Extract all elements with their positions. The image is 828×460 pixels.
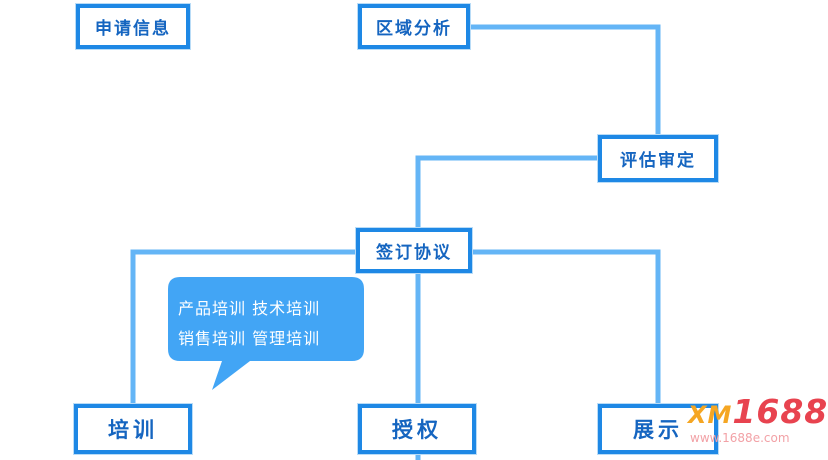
callout-line-2: 销售培训 管理培训 [178,329,321,348]
node-authorization: 授权 [358,404,476,454]
node-training: 培训 [74,404,192,454]
watermark-logo-number: 1688 [732,392,828,431]
connector-region-to-evaluation [463,24,661,153]
callout-bubble [168,277,364,390]
watermark-logo: XM1688 [688,392,828,431]
flowchart: 申请信息 区域分析 评估审定 签订协议 培训 授权 展示 产品培训 技术培训 销… [74,4,827,460]
connector-evaluation-to-sign [415,155,603,231]
node-sign-agreement: 签订协议 [356,228,472,273]
node-evaluation-review: 评估审定 [598,135,718,182]
node-region-analysis: 区域分析 [358,4,470,49]
callout-line-1: 产品培训 技术培训 [178,299,321,318]
watermark-logo-prefix: XM [688,401,733,429]
node-display: 展示 [598,404,718,454]
watermark-url: www.1688e.com [690,431,790,445]
node-apply-info: 申请信息 [76,4,190,49]
